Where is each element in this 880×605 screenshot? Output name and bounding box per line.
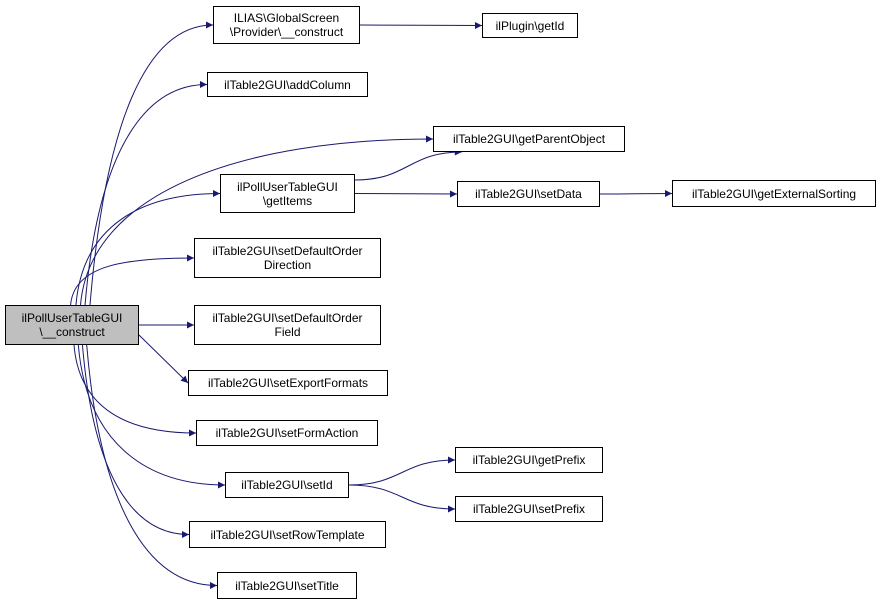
node-set-data-line1: ilTable2GUI\setData bbox=[475, 187, 582, 201]
node-set-title-line1: ilTable2GUI\setTitle bbox=[235, 578, 339, 593]
edge-root-to-provider_construct bbox=[89, 21, 214, 306]
edge-root-to-get_items bbox=[75, 190, 221, 306]
node-get-items[interactable]: ilPollUserTableGUI \getItems bbox=[220, 174, 355, 213]
edge-root-to-get_parent_object bbox=[80, 135, 434, 306]
node-plugin-getid[interactable]: ilPlugin\getId bbox=[482, 13, 578, 38]
node-get-external-sorting[interactable]: ilTable2GUI\getExternalSorting bbox=[672, 180, 876, 207]
node-set-export-formats-line1: ilTable2GUI\setExportFormats bbox=[207, 376, 369, 390]
node-get-parent-object-line1: ilTable2GUI\getParentObject bbox=[452, 132, 606, 146]
node-set-default-order-direction-line1: ilTable2GUI\setDefaultOrder bbox=[212, 244, 363, 258]
node-set-default-order-field[interactable]: ilTable2GUI\setDefaultOrder Field bbox=[194, 305, 381, 345]
edge-provider_construct-to-plugin_getid bbox=[359, 21, 483, 29]
node-get-parent-object[interactable]: ilTable2GUI\getParentObject bbox=[433, 126, 625, 152]
edge-set_id-to-get_prefix bbox=[348, 456, 456, 486]
node-root-line2: \__construct bbox=[39, 325, 105, 339]
node-get-items-line2: \getItems bbox=[262, 193, 313, 208]
node-set-form-action[interactable]: ilTable2GUI\setFormAction bbox=[196, 420, 378, 446]
edge-root-to-set_row_template bbox=[81, 344, 190, 538]
edge-get_items-to-set_data bbox=[354, 190, 458, 198]
edge-set_id-to-set_prefix bbox=[348, 484, 456, 513]
node-add-column[interactable]: ilTable2GUI\addColumn bbox=[207, 72, 368, 97]
edge-root-to-set_form_action bbox=[73, 344, 197, 437]
edge-root-to-add_column bbox=[84, 81, 208, 306]
node-get-prefix[interactable]: ilTable2GUI\getPrefix bbox=[455, 447, 603, 473]
node-add-column-line1: ilTable2GUI\addColumn bbox=[224, 77, 351, 92]
node-set-data[interactable]: ilTable2GUI\setData bbox=[457, 181, 600, 207]
node-set-title[interactable]: ilTable2GUI\setTitle bbox=[217, 572, 357, 599]
node-plugin-getid-line1: ilPlugin\getId bbox=[495, 18, 565, 33]
node-set-id[interactable]: ilTable2GUI\setId bbox=[225, 472, 349, 498]
edge-root-to-set_default_order_direction bbox=[70, 254, 195, 306]
node-get-prefix-line1: ilTable2GUI\getPrefix bbox=[472, 453, 586, 467]
node-set-default-order-direction[interactable]: ilTable2GUI\setDefaultOrder Direction bbox=[194, 238, 381, 278]
node-provider-construct[interactable]: ILIAS\GlobalScreen \Provider\__construct bbox=[213, 6, 360, 44]
node-set-prefix[interactable]: ilTable2GUI\setPrefix bbox=[455, 496, 603, 522]
node-root-line1: ilPollUserTableGUI bbox=[21, 311, 123, 325]
node-root[interactable]: ilPollUserTableGUI \__construct bbox=[5, 305, 139, 345]
node-set-row-template-line1: ilTable2GUI\setRowTemplate bbox=[210, 527, 365, 542]
node-provider-construct-line1: ILIAS\GlobalScreen bbox=[233, 11, 340, 25]
node-set-row-template[interactable]: ilTable2GUI\setRowTemplate bbox=[189, 521, 386, 548]
edge-root-to-set_id bbox=[77, 344, 226, 489]
node-set-export-formats[interactable]: ilTable2GUI\setExportFormats bbox=[188, 370, 388, 396]
edge-root-to-set_export_formats bbox=[138, 334, 189, 384]
node-set-default-order-field-line2: Field bbox=[274, 325, 301, 339]
node-set-prefix-line1: ilTable2GUI\setPrefix bbox=[472, 502, 586, 516]
node-set-default-order-direction-line2: Direction bbox=[263, 258, 312, 272]
edge-get_items-to-get_parent_object bbox=[354, 148, 462, 181]
node-provider-construct-line2: \Provider\__construct bbox=[229, 25, 344, 39]
node-set-default-order-field-line1: ilTable2GUI\setDefaultOrder bbox=[212, 311, 363, 325]
edge-set_data-to-get_external_sorting bbox=[599, 190, 673, 198]
node-set-id-line1: ilTable2GUI\setId bbox=[241, 478, 333, 492]
edge-root-to-set_title bbox=[86, 344, 218, 589]
node-get-external-sorting-line1: ilTable2GUI\getExternalSorting bbox=[691, 186, 857, 201]
node-get-items-line1: ilPollUserTableGUI bbox=[237, 179, 338, 194]
node-set-form-action-line1: ilTable2GUI\setFormAction bbox=[215, 426, 359, 440]
